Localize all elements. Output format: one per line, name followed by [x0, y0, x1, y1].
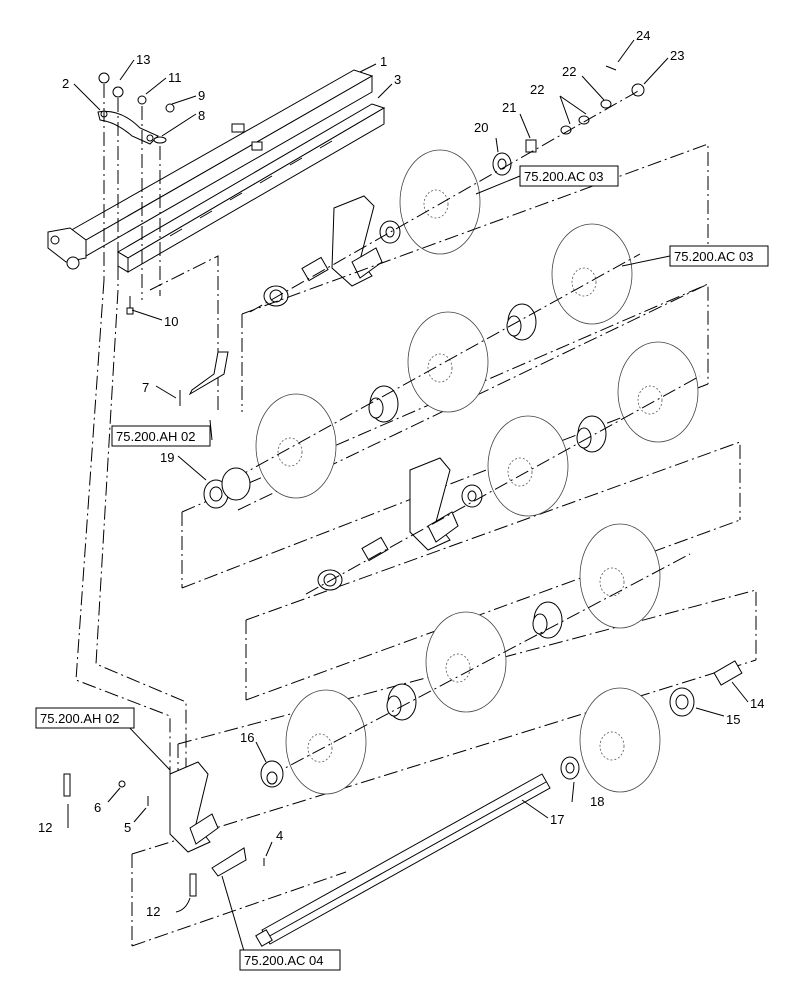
- callout-14: 14: [750, 696, 764, 711]
- end-washer-20: [492, 152, 512, 176]
- disc-blade-row3-a: [617, 341, 699, 443]
- washer-8: [153, 136, 167, 144]
- disc-blade-row3-b: [487, 415, 569, 517]
- ref-label-ac03-top: 75.200.AC 03: [524, 169, 604, 184]
- ref-box-ac04: 75.200.AC 04: [239, 949, 341, 971]
- ref-box-ac03-mid: 75.200.AC 03: [669, 245, 769, 267]
- plate-21: [525, 139, 537, 153]
- bearing-15: [669, 687, 695, 717]
- callout-17: 17: [550, 812, 564, 827]
- ref-box-ah02-lower: 75.200.AH 02: [35, 707, 135, 729]
- callout-3: 3: [394, 72, 401, 87]
- sleeve-14: [713, 660, 743, 686]
- axis-row1: [249, 89, 641, 313]
- disc-blade-row4-b: [425, 611, 507, 713]
- bearing-spool-19: [203, 467, 251, 509]
- spool-row3-small: [361, 536, 389, 562]
- ref-label-ac03-mid: 75.200.AC 03: [674, 249, 754, 264]
- callout-24: 24: [636, 28, 650, 43]
- callout-23: 23: [670, 48, 684, 63]
- hanger-middle: [409, 457, 459, 551]
- washer-18: [560, 756, 580, 780]
- frame-tube-1: [47, 69, 374, 270]
- callout-leaders: [67, 39, 749, 959]
- spool-row4-b: [386, 683, 417, 721]
- callout-5: 5: [124, 820, 131, 835]
- disc-blade-row2-b: [407, 311, 489, 413]
- ref-label-ah02-upper: 75.200.AH 02: [116, 429, 196, 444]
- bearing-sleeve-row3: [317, 569, 343, 591]
- gang-boundaries: [131, 143, 757, 947]
- bearing-row3: [461, 484, 483, 508]
- bolt-12-upper: [63, 773, 71, 797]
- disc-blade-row2-a: [551, 223, 633, 325]
- bolt-10: [126, 296, 134, 315]
- hanger-lower: [169, 761, 219, 853]
- callout-12-upper: 12: [38, 820, 52, 835]
- assembly-lines-long: [75, 279, 187, 784]
- cotter-pin-24: [605, 65, 617, 71]
- callout-numbers: 1 2 3 4 5 6 7 8 9 10 11 12 12 13 14 15 1…: [38, 28, 764, 919]
- callout-1: 1: [380, 54, 387, 69]
- bearing-row1-b: [379, 220, 401, 244]
- disc-blade-row1: [399, 149, 481, 255]
- axis-row4: [269, 553, 691, 777]
- bearing-sleeve-row1: [263, 285, 289, 307]
- washers-22: [560, 99, 612, 135]
- callout-6: 6: [94, 800, 101, 815]
- spool-row2-b: [368, 385, 399, 423]
- gang-shaft-17: [255, 773, 551, 947]
- scraper-assembly-7: [179, 351, 229, 406]
- spool-row4-a: [532, 601, 563, 639]
- spool-row2-a: [506, 303, 537, 341]
- ref-label-ac04: 75.200.AC 04: [244, 953, 324, 968]
- callout-9: 9: [198, 88, 205, 103]
- callout-7: 7: [142, 380, 149, 395]
- disc-blade-row5: [579, 687, 661, 793]
- callout-18: 18: [590, 794, 604, 809]
- hanger-upper: [331, 195, 383, 287]
- nut-6: [118, 780, 126, 788]
- callout-16: 16: [240, 730, 254, 745]
- ref-box-ah02-upper: 75.200.AH 02: [111, 425, 211, 447]
- spool-row3-a: [576, 415, 607, 453]
- callout-19: 19: [160, 450, 174, 465]
- callout-11: 11: [168, 70, 182, 85]
- spool-row1: [301, 256, 329, 282]
- ref-box-ac03-top: 75.200.AC 03: [519, 165, 619, 187]
- nut-13: [98, 72, 124, 98]
- disc-blade-row2-c: [255, 393, 337, 499]
- callout-20: 20: [474, 120, 488, 135]
- callout-12-lower: 12: [146, 904, 160, 919]
- disc-blade-row4-c: [285, 689, 367, 795]
- ref-label-ah02-lower: 75.200.AH 02: [40, 711, 120, 726]
- axis-row3: [305, 375, 701, 595]
- callout-15: 15: [726, 712, 740, 727]
- bolt-12-lower: [189, 873, 197, 897]
- axis-row2: [213, 253, 641, 491]
- nut-23: [631, 83, 645, 97]
- callout-4: 4: [276, 828, 283, 843]
- callout-2: 2: [62, 76, 69, 91]
- callout-10: 10: [164, 314, 178, 329]
- nut-9: [165, 103, 175, 113]
- callout-22-right: 22: [562, 64, 576, 79]
- bumper-16: [260, 760, 284, 788]
- callout-21: 21: [502, 100, 516, 115]
- mounting-bracket-2: [97, 110, 159, 145]
- callout-8: 8: [198, 108, 205, 123]
- callout-22-left: 22: [530, 82, 544, 97]
- scraper-lower: [211, 847, 247, 877]
- callout-13: 13: [136, 52, 150, 67]
- nut-11: [137, 95, 147, 105]
